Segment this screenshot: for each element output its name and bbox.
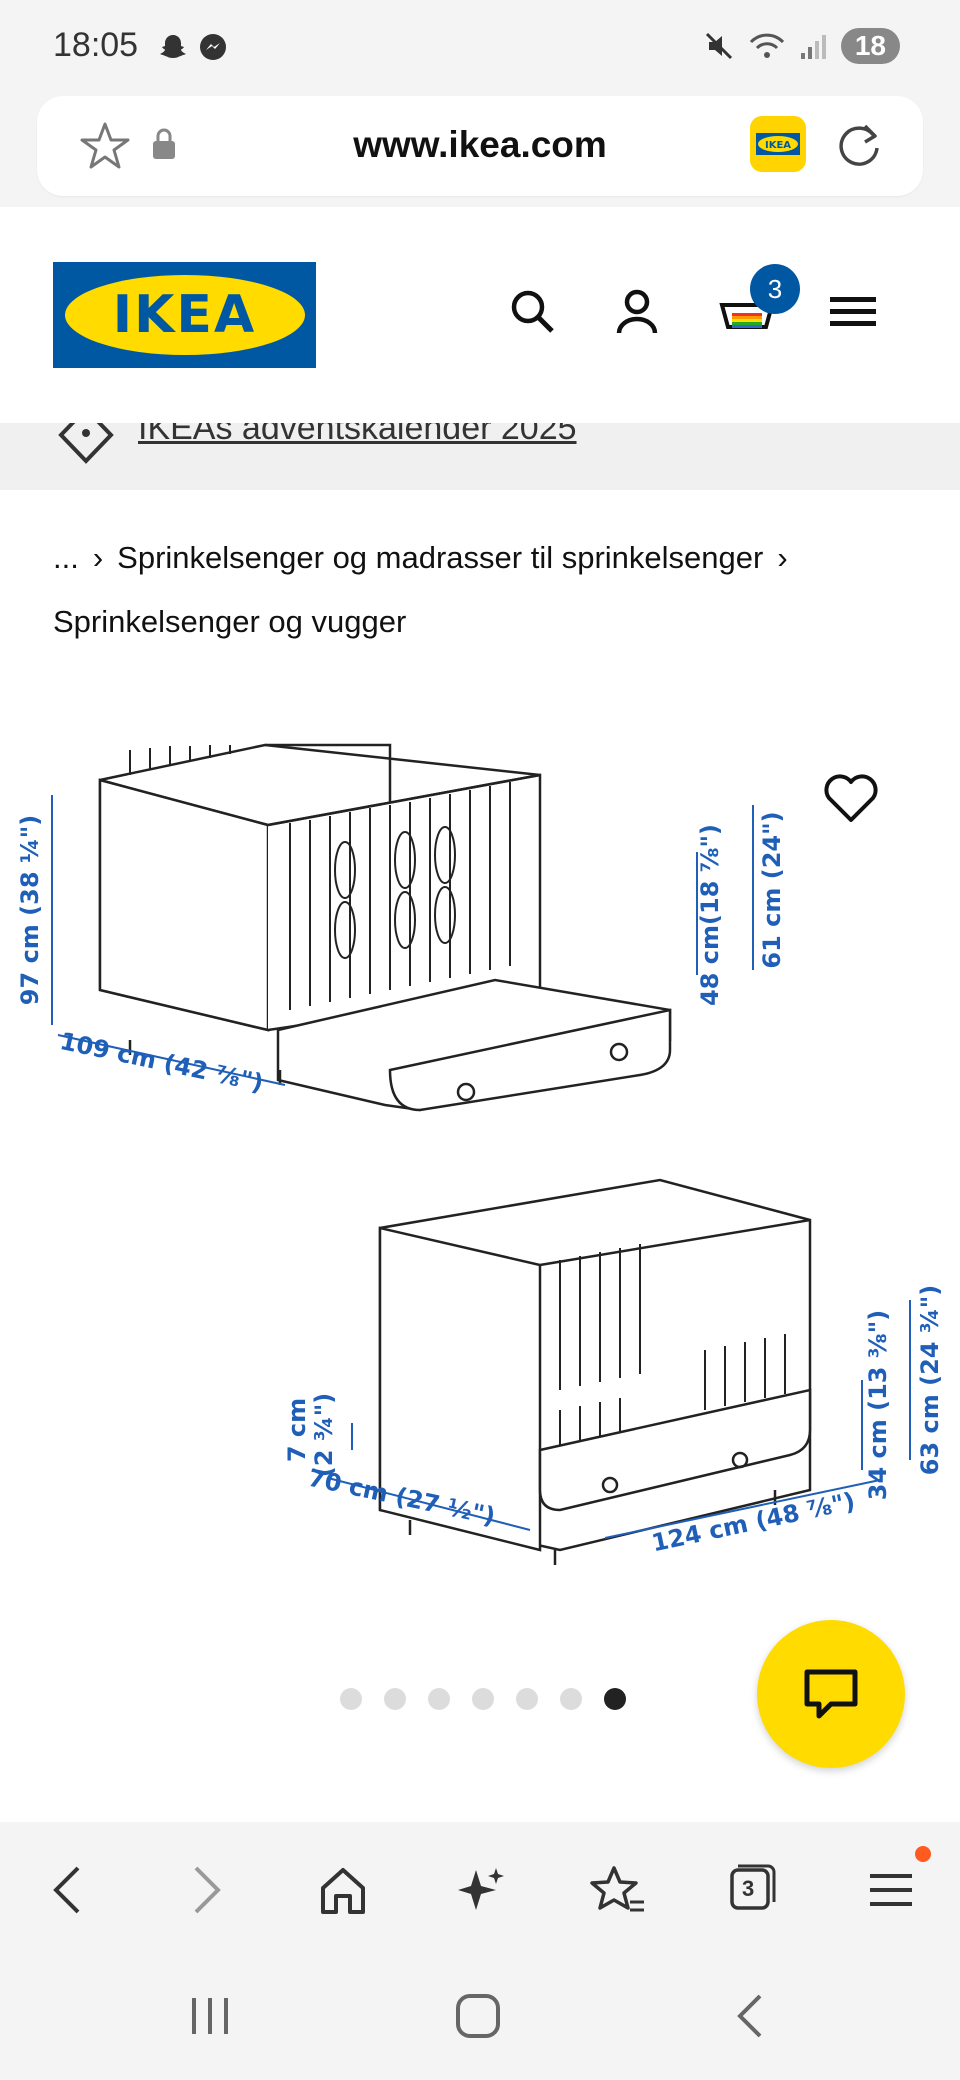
ai-sparkle-icon[interactable] <box>456 1862 506 1918</box>
dim-rail-high: 63 cm (24 ¾") <box>916 1285 944 1475</box>
lock-icon <box>153 128 175 159</box>
advent-banner[interactable]: IKEAs adventskalender 2025 <box>0 423 960 490</box>
site-header: IKEA 3 <box>0 207 960 423</box>
tabs-icon <box>730 1864 776 1910</box>
browser-menu-icon[interactable] <box>868 1862 914 1918</box>
carousel-dot[interactable] <box>560 1688 582 1710</box>
home-button-icon[interactable] <box>454 1992 502 2040</box>
messenger-icon <box>200 34 226 60</box>
account-icon[interactable] <box>613 287 661 335</box>
battery-indicator: 18 <box>840 28 900 64</box>
home-icon[interactable] <box>318 1862 368 1918</box>
ikea-logo[interactable]: IKEA <box>53 262 316 368</box>
status-time: 18:05 <box>53 26 139 64</box>
browser-toolbar: 3 <box>0 1822 960 1956</box>
dim-leg-in: (2 ¾") <box>310 1393 338 1477</box>
chevron-right-icon: › <box>777 540 788 575</box>
gift-tag-icon <box>58 423 114 464</box>
advent-link[interactable]: IKEAs adventskalender 2025 <box>138 423 577 447</box>
dim-side-high: 61 cm (24") <box>758 811 786 968</box>
product-dimension-image[interactable]: 97 cm (38 ¼") 109 cm (42 ⅞") 48 cm(18 ⅞"… <box>0 690 960 1670</box>
wifi-icon <box>749 33 784 58</box>
recent-apps-icon[interactable] <box>188 1994 232 2038</box>
site-badge-icon[interactable]: IKEA <box>750 116 806 172</box>
dim-rail-low: 34 cm (13 ⅜") <box>864 1310 892 1500</box>
cart-count-badge: 3 <box>750 264 800 314</box>
system-status-icons: 18 <box>703 28 900 64</box>
tabs-count: 3 <box>742 1876 755 1901</box>
favorite-heart-icon[interactable] <box>823 772 879 824</box>
carousel-dot[interactable] <box>428 1688 450 1710</box>
breadcrumb-ellipsis[interactable]: ... <box>53 540 79 575</box>
breadcrumb-item-current[interactable]: Sprinkelsenger og vugger <box>53 604 407 639</box>
status-bar: 18:05 18 <box>0 0 960 92</box>
chevron-right-icon: › <box>92 540 104 575</box>
notification-icons <box>158 32 228 62</box>
chat-button[interactable] <box>757 1620 905 1768</box>
menu-icon[interactable] <box>830 287 876 335</box>
forward-icon[interactable] <box>186 1862 226 1918</box>
snapchat-icon <box>160 35 186 58</box>
search-icon[interactable] <box>508 287 556 335</box>
chat-icon <box>804 1669 858 1719</box>
dim-leg: 7 cm <box>283 1398 311 1462</box>
dim-side-low: 48 cm(18 ⅞") <box>696 824 724 1006</box>
signal-icon <box>800 35 826 59</box>
product-main: ... › Sprinkelsenger og madrasser til spri… <box>0 490 960 1822</box>
carousel-dot-active[interactable] <box>604 1688 626 1710</box>
breadcrumb: ... › Sprinkelsenger og madrasser til spri… <box>53 526 913 654</box>
system-back-icon[interactable] <box>732 1992 768 2040</box>
bookmarks-icon[interactable] <box>590 1862 646 1918</box>
dim-width: 109 cm (42 ⅞") <box>57 1027 265 1097</box>
back-icon[interactable] <box>48 1862 88 1918</box>
mute-icon <box>705 32 732 60</box>
reload-icon[interactable] <box>829 116 887 174</box>
system-navigation <box>0 1956 960 2080</box>
breadcrumb-item-category[interactable]: Sprinkelsenger og madrasser til sprinkel… <box>117 540 764 575</box>
url-text[interactable]: www.ikea.com <box>353 124 607 165</box>
carousel-dot[interactable] <box>384 1688 406 1710</box>
carousel-dots[interactable] <box>340 1688 626 1710</box>
dim-total-height: 97 cm (38 ¼") <box>16 815 44 1005</box>
tabs-button[interactable]: 3 <box>728 1862 776 1912</box>
carousel-dot[interactable] <box>340 1688 362 1710</box>
carousel-dot[interactable] <box>516 1688 538 1710</box>
bookmark-star-icon[interactable] <box>77 118 133 174</box>
svg-text:IKEA: IKEA <box>765 140 791 151</box>
url-bar[interactable]: www.ikea.com IKEA <box>37 96 923 196</box>
notification-dot <box>915 1846 931 1862</box>
carousel-dot[interactable] <box>472 1688 494 1710</box>
